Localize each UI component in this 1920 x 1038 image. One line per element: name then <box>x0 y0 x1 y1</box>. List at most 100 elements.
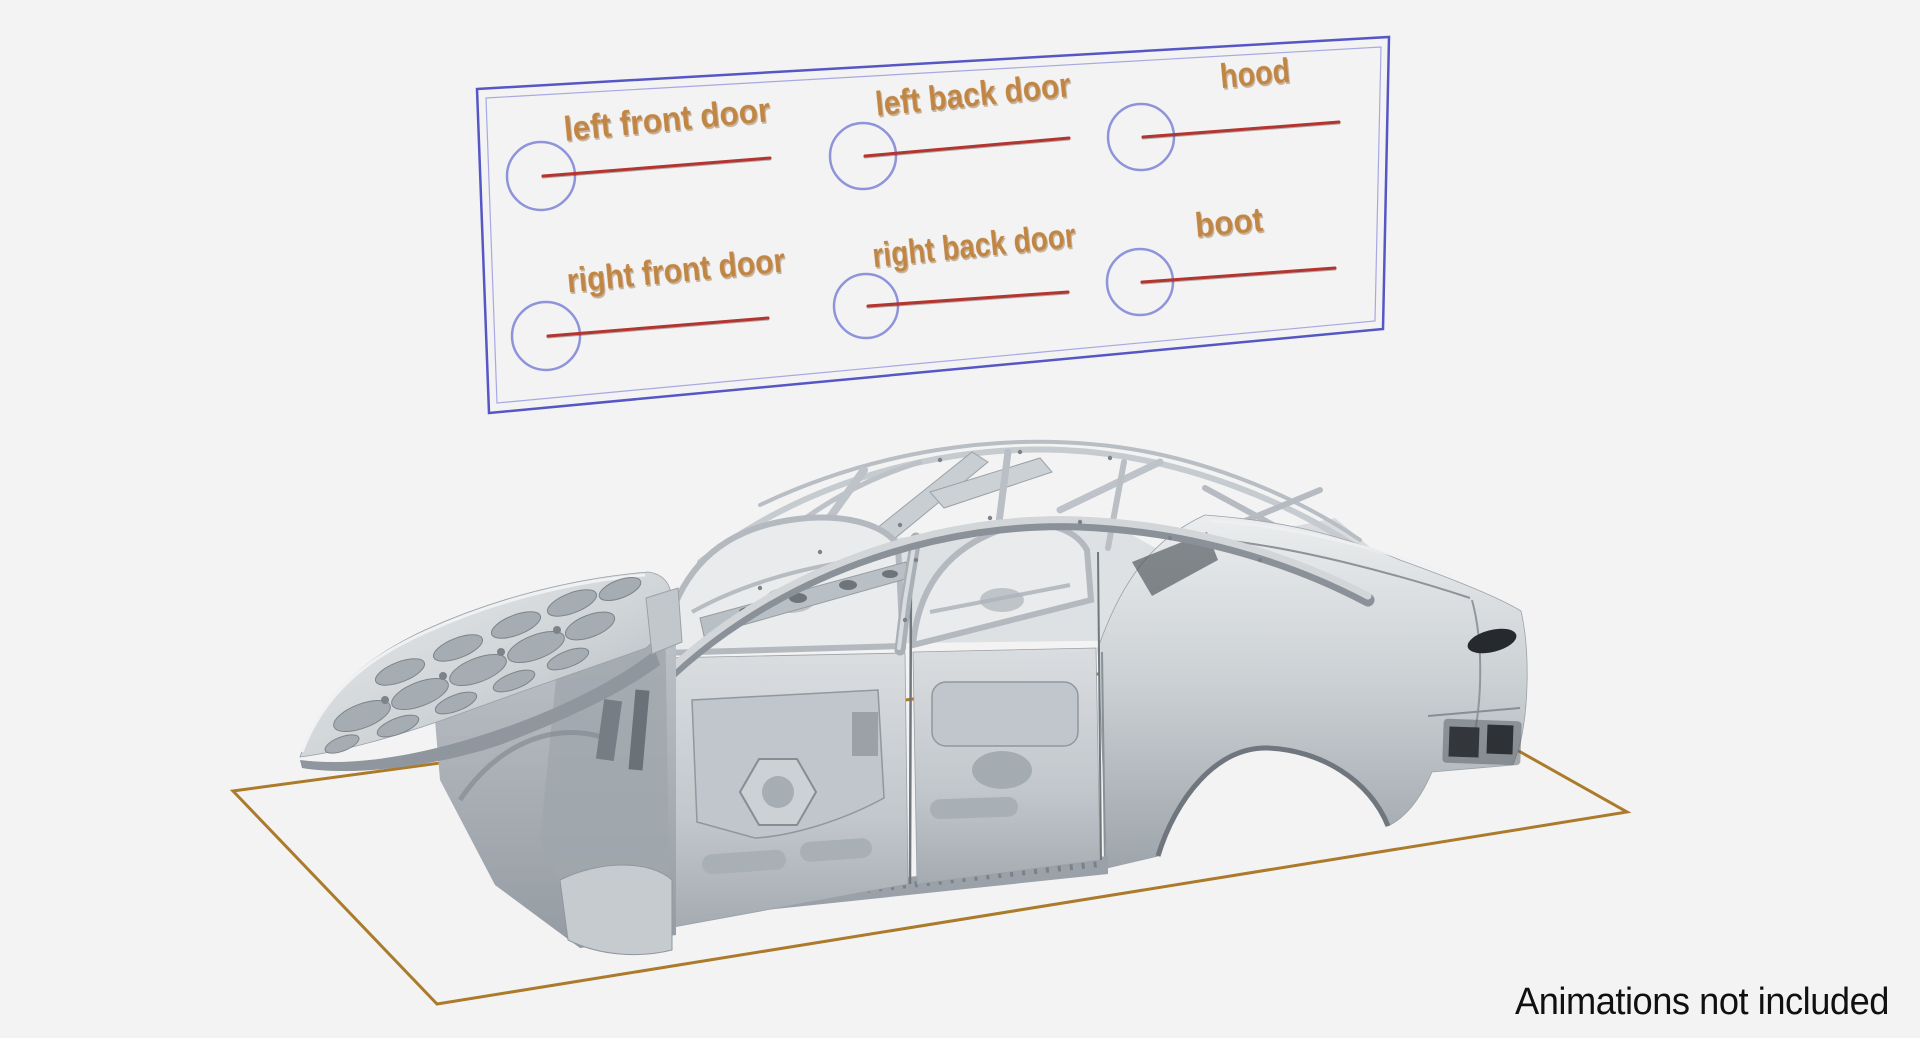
hotspot-circle-left-back-door <box>828 121 898 191</box>
hood-hole <box>564 611 616 641</box>
hood-hole <box>432 634 484 662</box>
rear-door-front-gap <box>908 559 913 885</box>
hood-hole <box>546 589 598 617</box>
label-boot: boot <box>1193 201 1264 245</box>
firewall-slot <box>595 699 623 761</box>
leader-line-right-front-door <box>546 316 770 338</box>
rivet-dot <box>1017 449 1023 455</box>
hood-small-hole <box>381 696 389 704</box>
rivet-dot <box>902 617 908 623</box>
rear-door-slot <box>930 796 1018 820</box>
front-apron <box>559 864 673 956</box>
annotation-panel-border-inner <box>485 46 1382 404</box>
hood-edge-highlight <box>300 573 646 753</box>
bumper-top-seam <box>1427 707 1521 717</box>
hood-small-hole <box>553 626 561 634</box>
hotspot-circle-boot <box>1105 247 1175 317</box>
rivet-dot <box>987 515 993 521</box>
bumper-vent-left <box>1448 726 1480 758</box>
far-roof-rail <box>697 446 1378 565</box>
car-body-frame <box>299 439 1528 956</box>
label-hood: hood <box>1218 52 1291 96</box>
front-door-speaker-hole <box>762 776 794 808</box>
label-left-front-door: left front door <box>562 91 772 149</box>
rivet-dot <box>897 522 903 528</box>
annotation-panel: left front door left back door hood righ… <box>475 35 1391 415</box>
boot-lid-highlight <box>1209 519 1453 577</box>
rivet-dot <box>1167 535 1173 541</box>
annotation-panel-border <box>475 35 1391 415</box>
hood-hole <box>376 714 420 738</box>
rivet-dot <box>1077 519 1083 525</box>
front-door-latch-hole <box>852 712 878 756</box>
near-roof-rail <box>665 516 1375 679</box>
annotation-labels: left front door left back door hood righ… <box>562 52 1291 301</box>
hotspot-circle-right-front-door <box>510 300 582 372</box>
label-right-front-door: right front door <box>565 242 787 301</box>
rear-quarter-and-boot <box>1097 514 1528 869</box>
hotspot-circles <box>505 102 1176 372</box>
hood-small-holes <box>381 626 561 704</box>
beltline-hole <box>839 580 857 590</box>
animations-note: Animations not included <box>1515 981 1889 1023</box>
hood-hole <box>333 699 391 733</box>
rear-door-recess <box>931 681 1079 747</box>
firewall-slot <box>628 689 650 771</box>
hood-hole <box>374 658 426 686</box>
hood-hole <box>434 691 478 715</box>
front-wheelhouse-arc <box>457 730 611 802</box>
hood-hole <box>324 734 360 754</box>
rear-wheel-arch-shadow <box>1155 745 1391 857</box>
hood-small-hole <box>439 672 447 680</box>
roof-bow-3 <box>1056 458 1164 514</box>
leader-line-left-back-door <box>863 136 1071 158</box>
near-rail-tube <box>668 516 1372 672</box>
rivet-dot <box>817 549 823 555</box>
hotspot-circle-hood <box>1106 102 1176 172</box>
hotspot-circle-right-back-door <box>832 272 900 340</box>
rear-door-rear-gap <box>1097 551 1102 861</box>
rivet-dot <box>1257 557 1263 563</box>
rear-window-interior-blob <box>980 588 1024 612</box>
boot-lid-crease <box>1221 539 1471 599</box>
hood-hole <box>598 576 642 602</box>
leader-line-right-back-door <box>866 290 1070 308</box>
hood-hole <box>492 669 536 693</box>
bumper-vent-right <box>1486 724 1514 755</box>
hood-hole <box>449 653 507 687</box>
hood-cutouts <box>324 576 642 754</box>
hood-hole <box>507 630 565 664</box>
hood-hole <box>391 677 449 711</box>
label-right-back-door: right back door <box>871 217 1078 275</box>
far-roof-rail-upper <box>758 439 1362 542</box>
rivet-dots <box>757 449 1263 623</box>
near-rail-shadow <box>665 517 1375 679</box>
rear-door-panel <box>908 521 1102 885</box>
taillight-opening <box>1467 628 1517 654</box>
hood-underside-lip <box>300 650 660 772</box>
hotspot-circle-left-front-door <box>505 140 577 212</box>
front-door-slot-2 <box>800 838 872 862</box>
rivet-dot <box>937 457 943 463</box>
hood-hole <box>546 647 590 671</box>
rivet-dot <box>1107 455 1113 461</box>
hood-panel <box>299 571 672 772</box>
leader-line-boot <box>1140 266 1337 284</box>
hood-hole <box>490 611 542 639</box>
rivet-dot <box>757 585 763 591</box>
quarter-front-seam <box>1101 651 1106 865</box>
label-left-back-door: left back door <box>874 66 1073 124</box>
beltline-hole <box>882 570 898 578</box>
front-door-slot-1 <box>702 849 786 875</box>
leader-line-left-front-door <box>541 156 772 178</box>
roof-frame <box>687 439 1378 643</box>
rivet-dot <box>913 557 919 563</box>
far-c-pillar <box>1105 459 1127 551</box>
cowl-panel <box>645 587 683 655</box>
leader-line-hood <box>1141 120 1341 139</box>
hood-small-hole <box>497 648 505 656</box>
b-pillar-highlight <box>897 538 917 650</box>
leader-lines <box>541 120 1341 338</box>
